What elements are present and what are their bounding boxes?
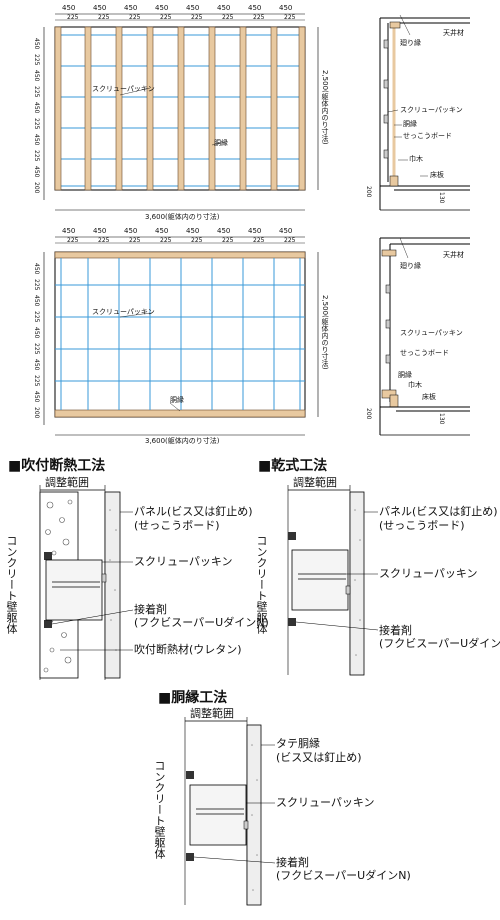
section1-furring: 胴縁 bbox=[403, 120, 417, 128]
method2-drawing bbox=[287, 485, 379, 676]
method1-panel-sub: (せっこうボード) bbox=[134, 519, 220, 532]
section1-habaki: 巾木 bbox=[409, 155, 423, 163]
section1-board: せっこうボード bbox=[403, 132, 452, 140]
method1-panel: パネル(ビス又は釘止め) bbox=[134, 505, 253, 518]
method1-drawing bbox=[39, 485, 134, 680]
method3-furring: タテ胴縁 bbox=[276, 737, 320, 750]
method1-range: 調整範囲 bbox=[45, 476, 89, 489]
method2-screw: スクリューパッキン bbox=[379, 567, 478, 580]
method1-diagram: ■吹付断熱工法 調整範囲 コンクリート壁躯体 パネル bbox=[0, 450, 269, 690]
method1-wall: コンクリート壁躯体 bbox=[5, 535, 18, 634]
section2-mawaribuchi: 廻り縁 bbox=[400, 262, 421, 270]
method3-drawing bbox=[184, 717, 276, 906]
section1-floor: 床板 bbox=[430, 171, 444, 179]
method2-adhesive-sub: (フクビスーパーUダインN) bbox=[379, 637, 500, 650]
method2-diagram: ■乾式工法 調整範囲 コンクリート壁躯体 パネル(ビス又は釘止め) (せっこうボ… bbox=[250, 450, 500, 690]
panel2-screw-label: スクリューパッキン bbox=[92, 308, 155, 316]
method2-wall: コンクリート壁躯体 bbox=[255, 535, 268, 634]
panel1-left-dims: 450 225 450 225 450 225 450 225 450 200 bbox=[33, 38, 40, 194]
method2-panel-sub: (せっこうボード) bbox=[379, 519, 465, 532]
section2-board: せっこうボード bbox=[400, 349, 449, 357]
section1-screw: スクリューパッキン bbox=[400, 106, 463, 114]
section2-drawing bbox=[379, 237, 470, 436]
method3-screw: スクリューパッキン bbox=[276, 796, 375, 809]
panel1-width-dim: 3,600(躯体内のり寸法) bbox=[145, 213, 220, 221]
panel1-furring-label: 胴縁 bbox=[214, 139, 228, 147]
section1-dim200: 200 bbox=[365, 186, 372, 198]
method3-range: 調整範囲 bbox=[190, 707, 234, 720]
panel2-drawing bbox=[43, 236, 319, 436]
section2-dim130: 130 bbox=[438, 413, 445, 425]
section1-ceiling: 天井材 bbox=[443, 29, 464, 37]
method2-title: ■乾式工法 bbox=[258, 458, 328, 474]
method1-title: ■吹付断熱工法 bbox=[8, 458, 106, 474]
method3-furring-sub: (ビス又は釘止め) bbox=[276, 751, 362, 764]
section1-detail: 天井材 廻り縁 スクリューパッキン 胴縁 せっこうボード 巾木 床板 200 1… bbox=[360, 0, 500, 225]
method2-panel: パネル(ビス又は釘止め) bbox=[379, 505, 498, 518]
panel2-left-dims: 450 225 450 225 450 225 450 225 450 200 bbox=[33, 263, 40, 419]
panel2-width-dim: 3,600(躯体内のり寸法) bbox=[145, 437, 220, 445]
method1-adhesive: 接着剤 bbox=[134, 603, 167, 616]
section2-furring: 胴縁 bbox=[398, 371, 412, 379]
method1-screw: スクリューパッキン bbox=[134, 555, 233, 568]
method3-diagram: ■胴縁工法 調整範囲 コンクリート壁躯体 タテ胴縁 (ビス又は釘止め) スクリュ… bbox=[150, 685, 500, 920]
panel2-furring-label: 胴縁 bbox=[170, 396, 184, 404]
panel2-height-dim: 2,500(躯体内のり寸法) bbox=[321, 295, 329, 370]
method1-adhesive-sub: (フクビスーパーUダインN) bbox=[134, 616, 269, 629]
method3-adhesive-sub: (フクビスーパーUダインN) bbox=[276, 869, 411, 882]
method3-title: ■胴縁工法 bbox=[158, 690, 228, 706]
method3-adhesive: 接着剤 bbox=[276, 856, 309, 869]
method2-range: 調整範囲 bbox=[293, 476, 337, 489]
section1-dim130: 130 bbox=[438, 192, 445, 204]
section2-habaki: 巾木 bbox=[408, 381, 422, 389]
section2-ceiling: 天井材 bbox=[443, 251, 464, 259]
section2-detail: 天井材 廻り縁 スクリューパッキン せっこうボード 胴縁 巾木 床板 200 1… bbox=[360, 230, 500, 445]
panel1-screw-label: スクリューパッキン bbox=[92, 85, 155, 93]
section1-drawing bbox=[379, 14, 470, 211]
section1-mawaribuchi: 廻り縁 bbox=[400, 39, 421, 47]
method3-wall: コンクリート壁躯体 bbox=[153, 760, 166, 859]
method1-insulation: 吹付断熱材(ウレタン) bbox=[134, 643, 242, 656]
panel1-drawing bbox=[43, 13, 319, 211]
section2-screw: スクリューパッキン bbox=[400, 329, 463, 337]
section2-floor: 床板 bbox=[422, 393, 436, 401]
panel1-height-dim: 2,500(躯体内のり寸法) bbox=[321, 70, 329, 145]
method2-adhesive: 接着剤 bbox=[379, 624, 412, 637]
section2-dim200: 200 bbox=[365, 408, 372, 420]
